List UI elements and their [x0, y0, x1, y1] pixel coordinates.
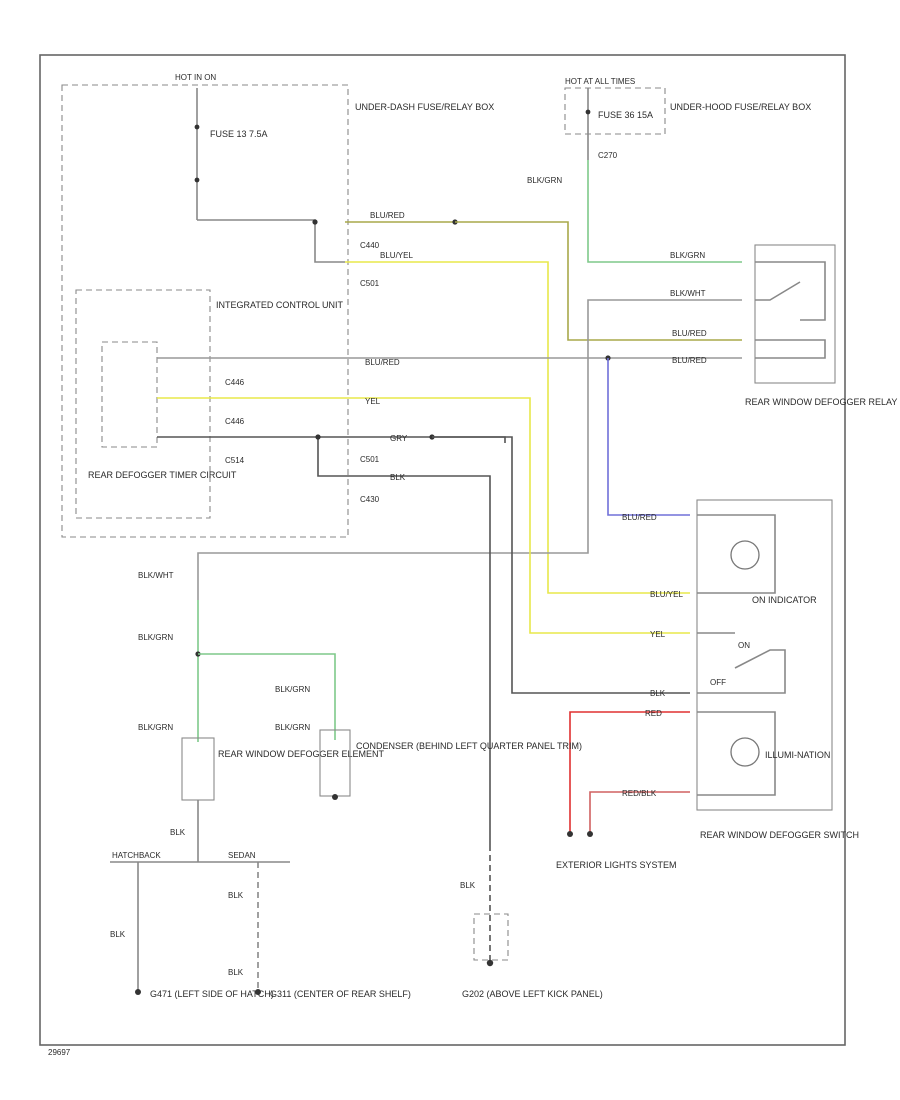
wire-label-blk-g311-2: BLK [228, 968, 244, 977]
wire-label-blk-grn-relay: BLK/GRN [670, 251, 705, 260]
wire-label-blk-grn-3: BLK/GRN [275, 723, 310, 732]
fuse-left-label: FUSE 13 7.5A [210, 129, 268, 139]
wire-blk-wht [197, 299, 742, 600]
wire-blu-red-to-relay [455, 221, 742, 341]
relay-label: REAR WINDOW DEFOGGER RELAY (ABOVE LEFT K… [745, 397, 900, 407]
on-indicator-label: ON INDICATOR [752, 595, 817, 605]
c514-label: C514 [225, 456, 245, 465]
wire-blu-red-blue [607, 358, 690, 516]
fuse-right-terminal [585, 109, 591, 115]
wire-label-blu-red-1: BLU/RED [370, 211, 405, 220]
fuse-left-terminal-bottom [194, 177, 200, 183]
on-indicator-wires [697, 514, 776, 594]
sedan-label: SEDAN [228, 851, 256, 860]
wire-label-blk-grn-2: BLK/GRN [275, 685, 310, 694]
figure-number: 29697 [48, 1048, 71, 1057]
wire-label-blk-g311-1: BLK [228, 891, 244, 900]
wire-red [569, 711, 690, 832]
under-hood-box [564, 87, 666, 135]
element-label: REAR WINDOW DEFOGGER ELEMENT [218, 749, 385, 759]
switch-contacts [697, 632, 786, 694]
hatchback-label: HATCHBACK [112, 851, 161, 860]
wire-red-blk [589, 791, 690, 832]
wire-label-blk-grn-1: BLK/GRN [138, 633, 173, 642]
c446b-label: C446 [225, 417, 245, 426]
c430-label: C430 [360, 495, 380, 504]
relay-contacts [755, 261, 826, 359]
g311-ground [255, 989, 261, 995]
wire-label-blk-grn-top: BLK/GRN [527, 176, 562, 185]
on-indicator-lamp [730, 540, 760, 570]
splice-gry-1 [315, 434, 321, 440]
wire-label-blu-yel: BLU/YEL [380, 251, 413, 260]
wire-label-blk-wht-left: BLK/WHT [138, 571, 174, 580]
wire-label-yel-1: YEL [365, 397, 381, 406]
wire-label-blk-switch: BLK [650, 689, 666, 698]
splice-fuse13 [312, 219, 318, 225]
wire-label-blk-g202: BLK [460, 881, 476, 890]
under-hood-label: UNDER-HOOD FUSE/RELAY BOX [670, 102, 811, 112]
wire-label-blu-red-relay: BLU/RED [672, 329, 707, 338]
timer-box [101, 341, 158, 448]
wire-label-blu-yel-sw: BLU/YEL [650, 590, 683, 599]
illumination-wires [697, 711, 776, 796]
c501b-label: C501 [360, 455, 380, 464]
c270-label: C270 [598, 151, 618, 160]
c501-label: C501 [360, 279, 380, 288]
diagram-frame [39, 54, 846, 1046]
g311-label: G311 (CENTER OF REAR SHELF) [270, 989, 411, 999]
switch-label: REAR WINDOW DEFOGGER SWITCH [700, 830, 859, 840]
switch-box [696, 499, 833, 811]
ext-lights-label: EXTERIOR LIGHTS SYSTEM [556, 860, 677, 870]
hot-in-on-label: HOT IN ON [175, 73, 216, 82]
element-box [181, 737, 215, 801]
c446-label: C446 [225, 378, 245, 387]
condenser-label: CONDENSER (BEHIND LEFT QUARTER PANEL TRI… [356, 741, 582, 751]
wire-gry-long [432, 436, 690, 694]
wire-label-yel-2: YEL [650, 630, 666, 639]
under-dash-box [61, 84, 349, 538]
g202-box [473, 913, 509, 961]
fuse-right-label: FUSE 36 15A [598, 110, 653, 120]
wire-blk-grn-condenser [198, 653, 336, 740]
icu-box [75, 289, 211, 519]
wire-label-blk-top: BLK [390, 473, 406, 482]
illumination-label: ILLUMI-NATION [765, 750, 830, 760]
wire-label-blk-grn-4: BLK/GRN [138, 723, 173, 732]
wire-yel [157, 397, 690, 634]
c440-label: C440 [360, 241, 380, 250]
illumination-lamp [730, 737, 760, 767]
ext-lights-terminal-1 [567, 831, 573, 837]
relay-box [754, 244, 836, 384]
wire-label-blu-red-blue: BLU/RED [622, 513, 657, 522]
wire-label-blk-g471: BLK [110, 930, 126, 939]
timer-label: REAR DEFOGGER TIMER CIRCUIT [88, 470, 237, 480]
g471-label: G471 (LEFT SIDE OF HATCH) [150, 989, 274, 999]
wire-label-blu-red-3: BLU/RED [672, 356, 707, 365]
icu-label: INTEGRATED CONTROL UNIT [216, 300, 344, 310]
fuse-left-terminal-top [194, 124, 200, 130]
switch-off-label: OFF [710, 678, 726, 687]
g471-ground [135, 989, 141, 995]
g202-label: G202 (ABOVE LEFT KICK PANEL) [462, 989, 603, 999]
wire-label-blu-red-2: BLU/RED [365, 358, 400, 367]
wire-label-gry: GRY [390, 434, 408, 443]
wire-label-red-blk: RED/BLK [622, 789, 657, 798]
wire-blk-grn-top [587, 160, 742, 263]
wire-blu-yel [345, 261, 690, 594]
wire-label-blk-wht-relay: BLK/WHT [670, 289, 706, 298]
g202-ground [486, 959, 494, 967]
ext-lights-terminal-2 [587, 831, 593, 837]
wire-fuse13-feed [197, 219, 345, 263]
wire-label-red: RED [645, 709, 662, 718]
condenser-ground [332, 794, 338, 800]
under-dash-label: UNDER-DASH FUSE/RELAY BOX [355, 102, 494, 112]
wire-label-blk-element: BLK [170, 828, 186, 837]
hot-at-all-times-label: HOT AT ALL TIMES [565, 77, 635, 86]
wire-gry-to-switch [317, 437, 491, 845]
switch-on-label: ON [738, 641, 750, 650]
wire-gry [157, 436, 506, 443]
